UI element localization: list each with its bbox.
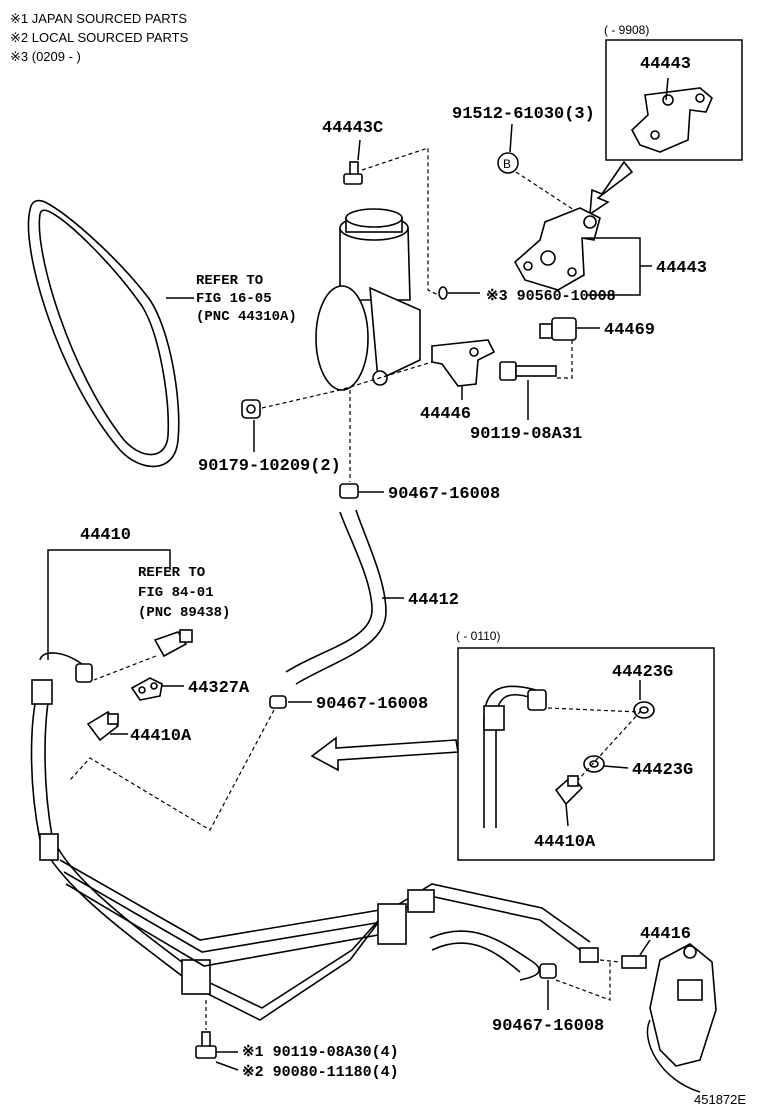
refer-belt-line2: FIG 16-05 <box>196 291 272 307</box>
label-44410: 44410 <box>80 526 131 545</box>
refer-belt-line3: (PNC 44310A) <box>196 309 297 325</box>
note-local-sourced: ※2 LOCAL SOURCED PARTS <box>10 30 189 45</box>
figure-id: 451872E <box>694 1092 746 1107</box>
inset-top-part-number: 44443 <box>640 55 691 74</box>
pressure-tube-44410-icon <box>30 652 591 1021</box>
clamp-90467-bottom-icon <box>539 963 557 979</box>
label-44469: 44469 <box>604 321 655 340</box>
inset-mid-part-44423G-bottom: 44423G <box>632 761 693 780</box>
bracket-44446-icon <box>431 339 496 387</box>
label-90467-16008-mid: 90467-16008 <box>316 695 428 714</box>
bolt-90119-08A30-icon <box>195 1031 217 1059</box>
label-90119-08A31: 90119-08A31 <box>470 425 582 444</box>
bolt-90119-08A31-icon <box>499 361 557 381</box>
spacer-44469-icon <box>539 317 577 341</box>
inset-mid-union: ( - 0110) 44423G 44423G 44410A <box>456 629 715 861</box>
label-44410A: 44410A <box>130 727 192 746</box>
refer-switch-line2: FIG 84-01 <box>138 585 214 601</box>
inset-top-frame <box>605 39 743 161</box>
power-steering-pump-icon <box>315 208 421 391</box>
refer-switch-line3: (PNC 89438) <box>138 605 230 621</box>
steering-gear-icon <box>646 943 717 1093</box>
pressure-switch-icon <box>153 629 193 658</box>
label-91512-61030: 91512-61030(3) <box>452 105 595 124</box>
bracket-44443-icon <box>513 207 601 291</box>
circle-b-marker <box>497 152 519 174</box>
label-90119-08A30: ※1 90119-08A30(4) <box>242 1044 399 1061</box>
union-44416-icon <box>579 947 647 969</box>
return-hose-bottom-icon <box>429 930 540 981</box>
inset-mid-range: ( - 0110) <box>456 629 500 643</box>
inset-top-range: ( - 9908) <box>604 23 649 37</box>
inset-union-icon <box>554 774 584 806</box>
bolt-44443C-icon <box>343 139 363 185</box>
label-44412: 44412 <box>408 591 459 610</box>
clamp-90467-top-icon <box>339 483 359 499</box>
label-90467-16008-bottom: 90467-16008 <box>492 1017 604 1036</box>
inset-top-bracket: ( - 9908) 44443 <box>589 23 743 216</box>
bracket-old-icon <box>631 77 713 153</box>
gasket-44327A-icon <box>130 677 163 701</box>
drive-belt-icon <box>27 199 180 468</box>
label-44443C: 44443C <box>322 119 383 138</box>
return-hose-44412-icon <box>285 509 387 685</box>
union-44410A-icon <box>86 710 120 742</box>
nut-90179-icon <box>241 399 261 419</box>
note-japan-sourced: ※1 JAPAN SOURCED PARTS <box>10 11 187 26</box>
inset-mid-part-44423G-top: 44423G <box>612 663 673 682</box>
circle-b-label: B <box>503 157 511 171</box>
label-44416: 44416 <box>640 925 691 944</box>
label-44443: 44443 <box>656 259 707 278</box>
label-90560-10008: ※3 90560-10008 <box>486 288 616 305</box>
label-44446: 44446 <box>420 405 471 424</box>
label-90467-16008-top: 90467-16008 <box>388 485 500 504</box>
inset-mid-frame <box>457 647 715 861</box>
label-90080-11180: ※2 90080-11180(4) <box>242 1064 399 1081</box>
arrow-left-icon <box>310 736 459 772</box>
note-date-range: ※3 (0209 - ) <box>10 49 81 64</box>
washer-90560-icon <box>438 286 448 300</box>
refer-switch-line1: REFER TO <box>138 565 205 581</box>
refer-belt-line1: REFER TO <box>196 273 263 289</box>
label-90179-10209: 90179-10209(2) <box>198 457 341 476</box>
arrow-icon <box>589 160 634 216</box>
label-44327A: 44327A <box>188 679 250 698</box>
inset-tube-icon <box>483 685 547 828</box>
notes-block: ※1 JAPAN SOURCED PARTS ※2 LOCAL SOURCED … <box>10 11 189 64</box>
inset-mid-part-44410A: 44410A <box>534 833 596 852</box>
clamp-90467-mid-icon <box>269 695 287 709</box>
